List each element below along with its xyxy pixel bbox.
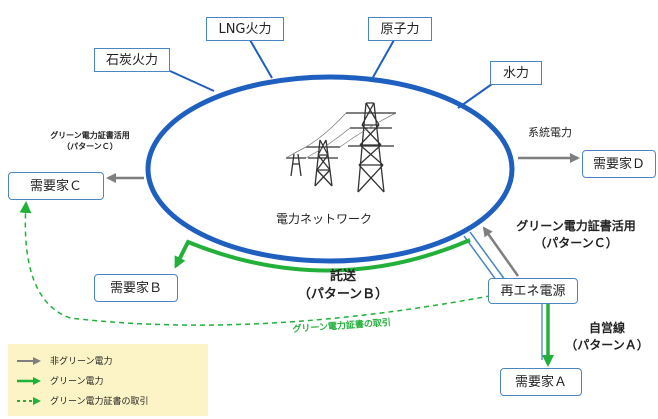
transmission-towers-icon	[285, 102, 397, 193]
coal-power-label: 石炭火力	[105, 52, 158, 68]
green-arrow-pattern-b	[174, 238, 471, 273]
hydro-power-label: 水力	[502, 65, 529, 81]
consumer-c-box: 需要家Ｃ	[8, 172, 104, 200]
lng-power-box: LNG火力	[206, 17, 284, 41]
coal-power-box: 石炭火力	[94, 48, 170, 72]
consumer-c-label: 需要家Ｃ	[29, 178, 82, 194]
pattern-a-label: 自営線 （パターンＡ）	[558, 320, 656, 354]
dashed-green-arrow-icon	[17, 396, 41, 405]
legend-certificate-label: グリーン電力証書の取引	[50, 397, 149, 407]
consumer-a-box: 需要家Ａ	[500, 368, 582, 396]
pattern-a-line1: 自営線	[588, 321, 625, 335]
pattern-c-left-label: グリーン電力証書活用 （パターンＣ）	[22, 130, 158, 152]
network-label: 電力ネットワーク	[276, 212, 373, 226]
pattern-b-line1: 託送	[329, 269, 356, 284]
pattern-b-label: 託送 （パターンＢ）	[278, 268, 408, 304]
legend: 非グリーン電力 グリーン電力 グリーン電力証書の取引	[8, 344, 208, 416]
nuclear-power-label: 原子力	[380, 21, 420, 37]
legend-certificate: グリーン電力証書の取引	[16, 394, 149, 407]
grid-power-label: 系統電力	[528, 126, 572, 139]
legend-non-green: 非グリーン電力	[16, 354, 113, 367]
power-network-ellipse	[145, 74, 515, 264]
pattern-a-line2: （パターンＡ）	[565, 338, 649, 352]
pattern-c-right-line2: （パターンＣ）	[534, 236, 618, 250]
pattern-c-right-line1: グリーン電力証書活用	[516, 219, 636, 233]
legend-green-label: グリーン電力	[50, 377, 104, 387]
legend-green: グリーン電力	[16, 374, 104, 387]
consumer-d-box: 需要家Ｄ	[582, 150, 656, 178]
consumer-a-label: 需要家Ａ	[514, 374, 567, 390]
lng-connector	[249, 39, 273, 79]
nuclear-power-box: 原子力	[368, 17, 432, 41]
renewable-source-box: 再エネ電源	[488, 278, 578, 304]
pattern-c-right-label: グリーン電力証書活用 （パターンＣ）	[496, 218, 656, 252]
pattern-c-left-line2: （パターンＣ）	[62, 142, 118, 151]
nuclear-connector	[371, 39, 395, 80]
consumer-d-label: 需要家Ｄ	[592, 156, 645, 172]
renewable-link-line-1	[469, 231, 509, 285]
hydro-power-box: 水力	[490, 61, 542, 85]
consumer-b-box: 需要家Ｂ	[94, 274, 178, 302]
consumer-b-label: 需要家Ｂ	[109, 280, 162, 296]
gray-arrow-icon	[17, 356, 41, 365]
legend-non-green-label: 非グリーン電力	[50, 357, 113, 367]
gray-arrow-renewable-to-network	[482, 226, 520, 277]
pattern-b-line2: （パターンＢ）	[297, 287, 389, 302]
lng-power-label: LNG火力	[218, 21, 272, 37]
green-arrow-icon	[17, 376, 41, 385]
pattern-c-left-line1: グリーン電力証書活用	[50, 131, 130, 140]
coal-connector	[169, 70, 215, 92]
renewable-source-label: 再エネ電源	[500, 283, 566, 299]
